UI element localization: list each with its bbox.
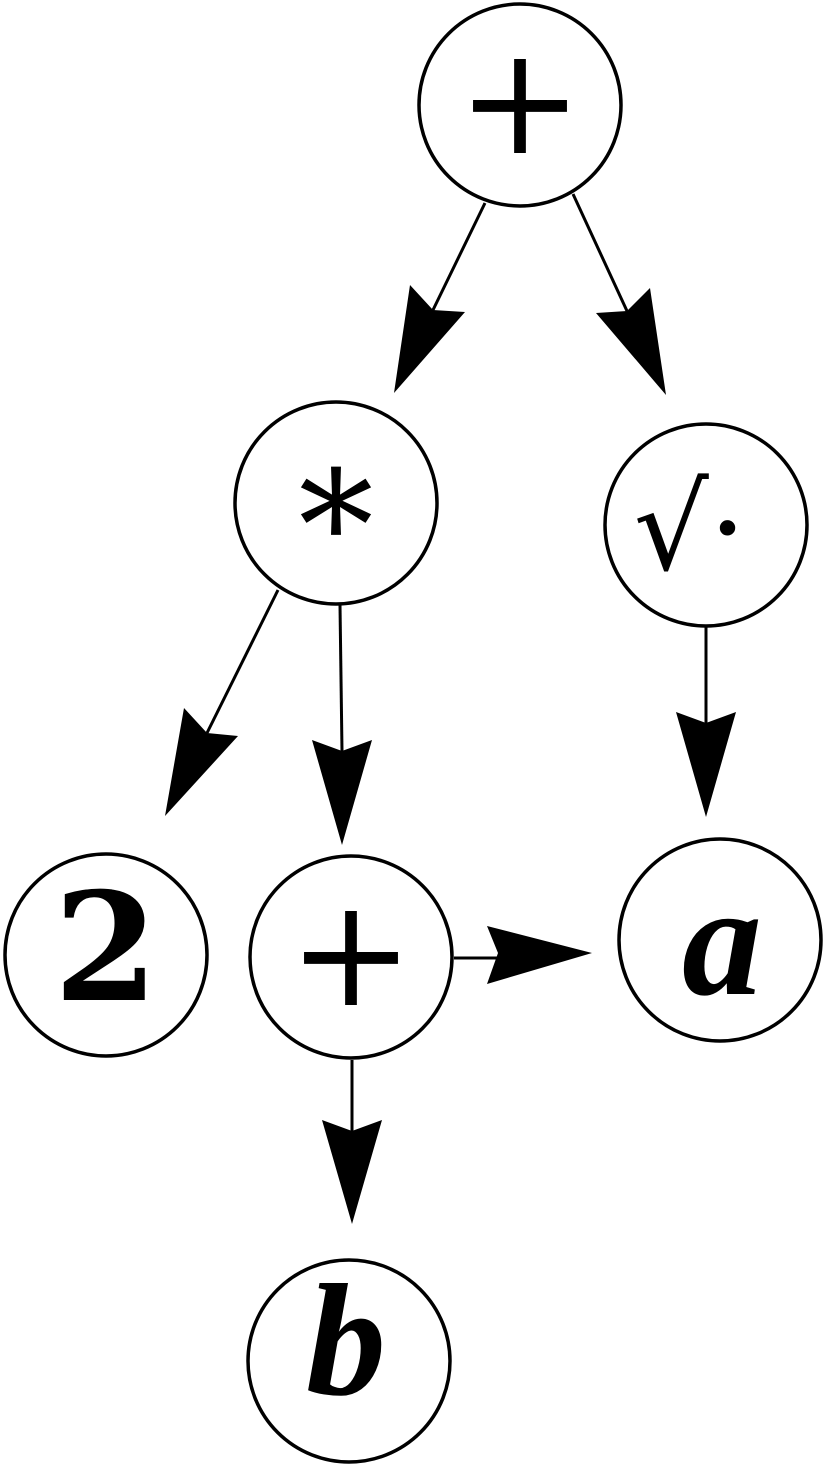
node-b-label: b [306,1251,386,1429]
node-times: * [233,400,439,614]
node-sqrt-label: √· [634,459,747,597]
edge-plus-root-to-times [394,202,487,393]
node-b: b [246,1251,452,1464]
edge-plus-root-to-sqrt [571,193,666,395]
node-plus-inner: + [248,854,454,1060]
node-two: 2 [3,852,209,1058]
edge-plus-inner-to-a [454,926,592,984]
edge-plus-inner-to-b [322,1060,382,1224]
edge-sqrt-to-a [676,626,736,817]
node-plus-inner-label: + [288,867,414,1041]
node-a: a [617,837,823,1043]
edge-times-to-plus-inner [312,604,372,845]
node-sqrt: √· [603,422,809,628]
node-plus-root-label: + [457,15,583,189]
node-times-label: * [299,440,374,614]
node-a-label: a [682,851,762,1029]
node-plus-root: + [417,2,623,208]
edge-times-to-two [165,589,280,816]
node-two-label: 2 [54,860,158,1036]
